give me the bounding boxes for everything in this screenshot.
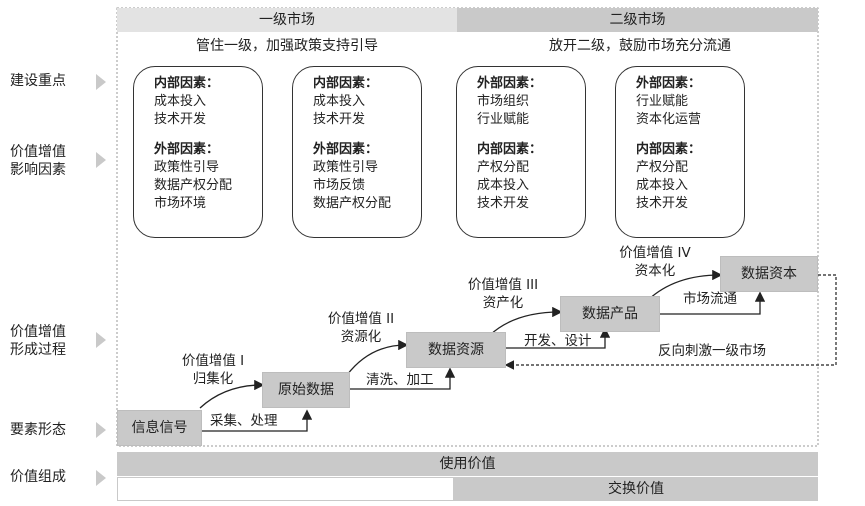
card-item: 技术开发 xyxy=(477,196,530,211)
card-item: 政策性引导 xyxy=(154,160,220,175)
exchange-value-bar: 交换价值 xyxy=(454,477,818,501)
card-section-title: 外部因素： xyxy=(154,142,220,157)
connector-feedback xyxy=(504,274,837,370)
secondary-market-header: 二级市场 xyxy=(457,8,818,32)
curve-value-4 xyxy=(647,269,723,301)
factor-card-4: 外部因素： 行业赋能 资本化运营 内部因素： 产权分配 成本投入 技术开发 xyxy=(615,66,745,238)
card-item: 市场组织 xyxy=(477,94,530,109)
use-value-bar: 使用价值 xyxy=(117,452,818,476)
card-section-title: 内部因素： xyxy=(154,76,220,91)
card-section-title: 外部因素： xyxy=(636,76,702,91)
factor-card-1: 内部因素： 成本投入 技术开发 外部因素： 政策性引导 数据产权分配 市场环境 xyxy=(133,66,263,238)
row-label-influence: 价值增值 影响因素 xyxy=(10,144,66,178)
card-item: 资本化运营 xyxy=(636,112,702,127)
card-item: 技术开发 xyxy=(154,112,207,127)
transition-develop: 开发、设计 xyxy=(524,333,592,349)
card-section-title: 外部因素： xyxy=(313,142,379,157)
connector-collect xyxy=(193,409,313,432)
connector-clean xyxy=(350,367,456,390)
card-item: 成本投入 xyxy=(477,178,530,193)
row-label-process: 价值增值 形成过程 xyxy=(10,324,66,358)
card-section-title: 内部因素： xyxy=(477,142,543,157)
curve-value-1 xyxy=(199,379,265,409)
stage-raw-data: 原始数据 xyxy=(262,372,350,408)
card-item: 成本投入 xyxy=(636,178,689,193)
card-item: 行业赋能 xyxy=(477,112,530,127)
row-pointer-icon xyxy=(96,74,106,90)
card-item: 成本投入 xyxy=(154,94,207,109)
value-bar-blank xyxy=(117,477,454,501)
row-pointer-icon xyxy=(96,470,106,486)
connector-circulate xyxy=(660,291,766,315)
row-pointer-icon xyxy=(96,152,106,168)
card-item: 成本投入 xyxy=(313,94,366,109)
card-section-title: 内部因素： xyxy=(313,76,379,91)
card-section-title: 外部因素： xyxy=(477,76,543,91)
factor-card-3: 外部因素： 市场组织 行业赋能 内部因素： 产权分配 成本投入 技术开发 xyxy=(456,66,586,238)
primary-market-header: 一级市场 xyxy=(117,8,457,32)
value-step-2: 价值增值 II 资源化 xyxy=(327,311,395,345)
value-step-4: 价值增值 IV 资本化 xyxy=(619,245,691,279)
stage-data-resource: 数据资源 xyxy=(406,332,506,368)
stage-info-signal: 信息信号 xyxy=(117,410,202,446)
curve-value-2 xyxy=(346,339,409,376)
card-section-title: 内部因素： xyxy=(636,142,702,157)
row-label-construction-focus: 建设重点 xyxy=(10,73,66,89)
card-item: 产权分配 xyxy=(477,160,530,175)
card-item: 技术开发 xyxy=(636,196,689,211)
primary-focus-text: 管住一级，加强政策支持引导 xyxy=(196,38,378,54)
row-pointer-icon xyxy=(96,332,106,348)
card-item: 政策性引导 xyxy=(313,160,379,175)
transition-circulate: 市场流通 xyxy=(683,291,737,307)
transition-feedback: 反向刺激一级市场 xyxy=(658,343,766,359)
card-item: 市场反馈 xyxy=(313,178,366,193)
stage-data-product: 数据产品 xyxy=(560,296,660,332)
factor-card-2: 内部因素： 成本投入 技术开发 外部因素： 政策性引导 市场反馈 数据产权分配 xyxy=(292,66,422,238)
card-item: 数据产权分配 xyxy=(313,196,392,211)
stage-data-capital: 数据资本 xyxy=(720,256,818,292)
row-label-value-composition: 价值组成 xyxy=(10,469,66,485)
row-pointer-icon xyxy=(96,422,106,438)
market-area-border xyxy=(116,7,819,447)
transition-collect: 采集、处理 xyxy=(210,413,278,429)
row-label-element-form: 要素形态 xyxy=(10,422,66,438)
card-item: 数据产权分配 xyxy=(154,178,233,193)
card-item: 技术开发 xyxy=(313,112,366,127)
secondary-focus-text: 放开二级，鼓励市场充分流通 xyxy=(549,38,731,54)
value-step-1: 价值增值 I 归集化 xyxy=(181,353,245,387)
card-item: 市场环境 xyxy=(154,196,207,211)
transition-clean: 清洗、加工 xyxy=(366,372,434,388)
card-item: 产权分配 xyxy=(636,160,689,175)
card-item: 行业赋能 xyxy=(636,94,689,109)
connector-develop xyxy=(505,327,611,349)
value-step-3: 价值增值 III 资产化 xyxy=(467,277,539,311)
curve-value-3 xyxy=(489,306,563,336)
